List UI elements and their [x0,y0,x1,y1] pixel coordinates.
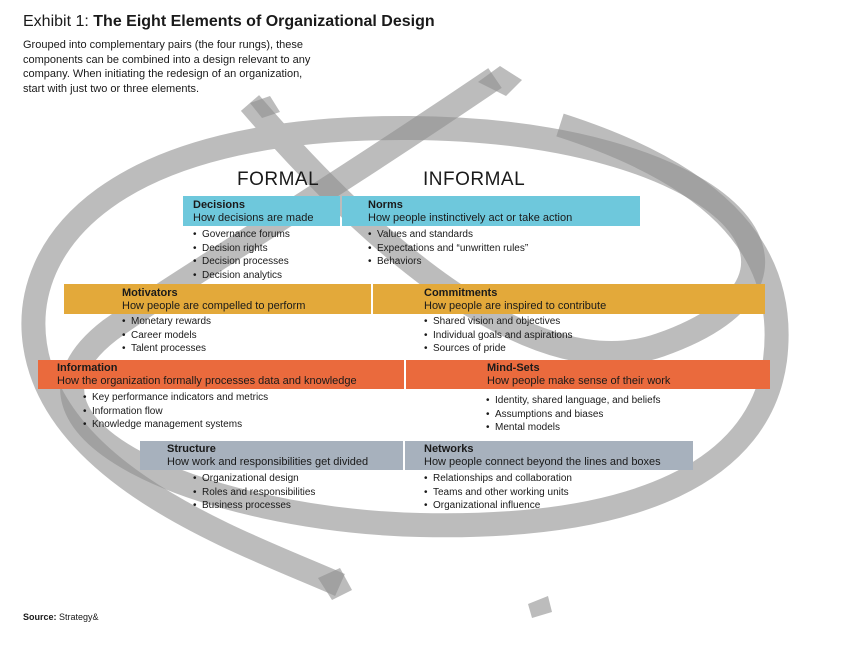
helix-end-top-left [250,96,280,118]
informal-column-header: INFORMAL [423,169,526,190]
networks-desc: How people connect beyond the lines and … [424,455,661,468]
source-note: Source: Strategy& [23,612,99,622]
list-item: Behaviors [368,255,528,269]
norms-name: Norms [368,199,403,211]
list-item: Assumptions and biases [486,408,661,422]
source-label: Source: [23,612,57,622]
exhibit-heading: The Eight Elements of Organizational Des… [93,13,435,30]
motivators-label: Motivators How people are compelled to p… [122,287,305,312]
commitments-list: Shared vision and objectives Individual … [424,315,573,356]
list-item: Roles and responsibilities [193,486,315,500]
networks-name: Networks [424,443,474,455]
list-item: Sources of pride [424,342,573,356]
list-item: Monetary rewards [122,315,211,329]
helix-end-bottom-left [318,568,352,600]
list-item: Organizational influence [424,499,572,513]
list-item: Mental models [486,421,661,435]
commitments-desc: How people are inspired to contribute [424,299,607,312]
list-item: Key performance indicators and metrics [83,391,268,405]
structure-list: Organizational design Roles and responsi… [193,472,315,513]
list-item: Governance forums [193,228,290,242]
information-desc: How the organization formally processes … [57,374,357,387]
motivators-desc: How people are compelled to perform [122,299,306,312]
information-name: Information [57,362,118,374]
structure-desc: How work and responsibilities get divide… [167,455,369,468]
list-item: Decision processes [193,255,290,269]
list-item: Career models [122,329,211,343]
list-item: Expectations and “unwritten rules” [368,242,528,256]
mindsets-desc: How people make sense of their work [487,374,671,387]
helix-end-top-right [478,66,522,96]
information-list: Key performance indicators and metrics I… [83,391,268,432]
list-item: Values and standards [368,228,528,242]
decisions-name: Decisions [193,199,245,211]
list-item: Identity, shared language, and beliefs [486,394,661,408]
list-item: Information flow [83,405,268,419]
decisions-label: Decisions How decisions are made [193,199,313,224]
list-item: Decision analytics [193,269,290,283]
mindsets-label: Mind-Sets How people make sense of their… [487,362,670,387]
list-item: Decision rights [193,242,290,256]
list-item: Knowledge management systems [83,418,268,432]
intro-text: Grouped into complementary pairs (the fo… [23,39,311,95]
norms-desc: How people instinctively act or take act… [368,211,573,224]
helix-end-bottom-right [528,596,552,618]
networks-list: Relationships and collaboration Teams an… [424,472,572,513]
structure-label: Structure How work and responsibilities … [167,443,368,468]
information-label: Information How the organization formall… [57,362,357,387]
list-item: Individual goals and aspirations [424,329,573,343]
formal-column-header: FORMAL [237,169,320,190]
exhibit-label: Exhibit 1: [23,13,94,30]
commitments-label: Commitments How people are inspired to c… [424,287,606,312]
list-item: Talent processes [122,342,211,356]
decisions-list: Governance forums Decision rights Decisi… [193,228,290,282]
list-item: Organizational design [193,472,315,486]
commitments-name: Commitments [424,287,498,299]
list-item: Relationships and collaboration [424,472,572,486]
list-item: Teams and other working units [424,486,572,500]
structure-name: Structure [167,443,216,455]
decisions-desc: How decisions are made [193,211,314,224]
norms-label: Norms How people instinctively act or ta… [368,199,572,224]
mindsets-name: Mind-Sets [487,362,540,374]
networks-label: Networks How people connect beyond the l… [424,443,661,468]
motivators-list: Monetary rewards Career models Talent pr… [122,315,211,356]
list-item: Business processes [193,499,315,513]
norms-list: Values and standards Expectations and “u… [368,228,528,269]
source-value: Strategy& [56,612,99,622]
motivators-name: Motivators [122,287,178,299]
mindsets-list: Identity, shared language, and beliefs A… [486,394,661,435]
list-item: Shared vision and objectives [424,315,573,329]
exhibit-title: Exhibit 1: The Eight Elements of Organiz… [23,13,435,31]
